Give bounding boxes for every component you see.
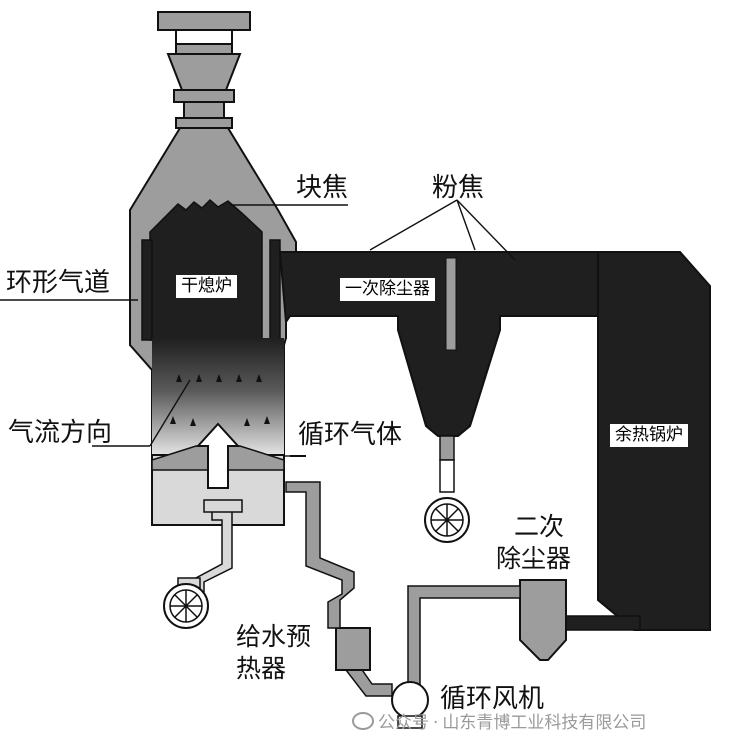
annular-duct-label: 环形气道 <box>6 268 111 298</box>
wechat-icon <box>352 712 374 730</box>
charging-hopper <box>157 11 251 133</box>
gas-flow-arrow <box>195 422 241 489</box>
coke-powder-label: 粉焦 <box>432 173 485 203</box>
circulating-gas-duct <box>285 481 355 629</box>
secondary-dust-collector-label-1: 二次 <box>514 512 565 541</box>
leader-lines <box>0 199 516 457</box>
hot-gas-duct <box>278 251 599 437</box>
feedwater-preheater <box>335 627 371 671</box>
watermark-company: 山东青博工业科技有限公司 <box>442 713 647 733</box>
annular-duct-right <box>269 239 281 341</box>
primary-dust-collector-label: 一次除尘器 <box>340 278 435 301</box>
watermark-prefix: 公众号 <box>378 713 429 733</box>
flow-marks <box>170 374 270 426</box>
discharge-fan <box>163 577 209 629</box>
circulating-fan <box>391 681 429 729</box>
gas-flow-direction-label: 气流方向 <box>8 418 113 448</box>
watermark: 公众号·山东青博工业科技有限公司 <box>352 712 646 732</box>
secondary-dust-collector <box>519 579 567 661</box>
circulating-fan-label: 循环风机 <box>440 684 545 714</box>
annular-duct-left <box>141 239 153 341</box>
lump-coke-label: 块焦 <box>296 173 349 203</box>
dry-quench-furnace-label: 干熄炉 <box>176 275 237 298</box>
waste-heat-boiler-label: 余热锅炉 <box>610 424 688 447</box>
circulating-gas-label: 循环气体 <box>298 420 403 450</box>
discharge-flange <box>203 499 243 513</box>
secondary-dust-collector-label-2: 除尘器 <box>496 544 572 573</box>
coke-column <box>149 198 263 341</box>
dust-collector-baffle <box>445 257 457 351</box>
return-gas-duct <box>407 585 521 701</box>
boiler-outlet-duct <box>559 615 641 631</box>
watermark-separator: · <box>433 713 439 733</box>
feedwater-preheater-label-2: 热器 <box>236 654 287 683</box>
primary-dust-discharge <box>424 435 470 543</box>
feedwater-preheater-label-1: 给水预 <box>236 622 312 651</box>
